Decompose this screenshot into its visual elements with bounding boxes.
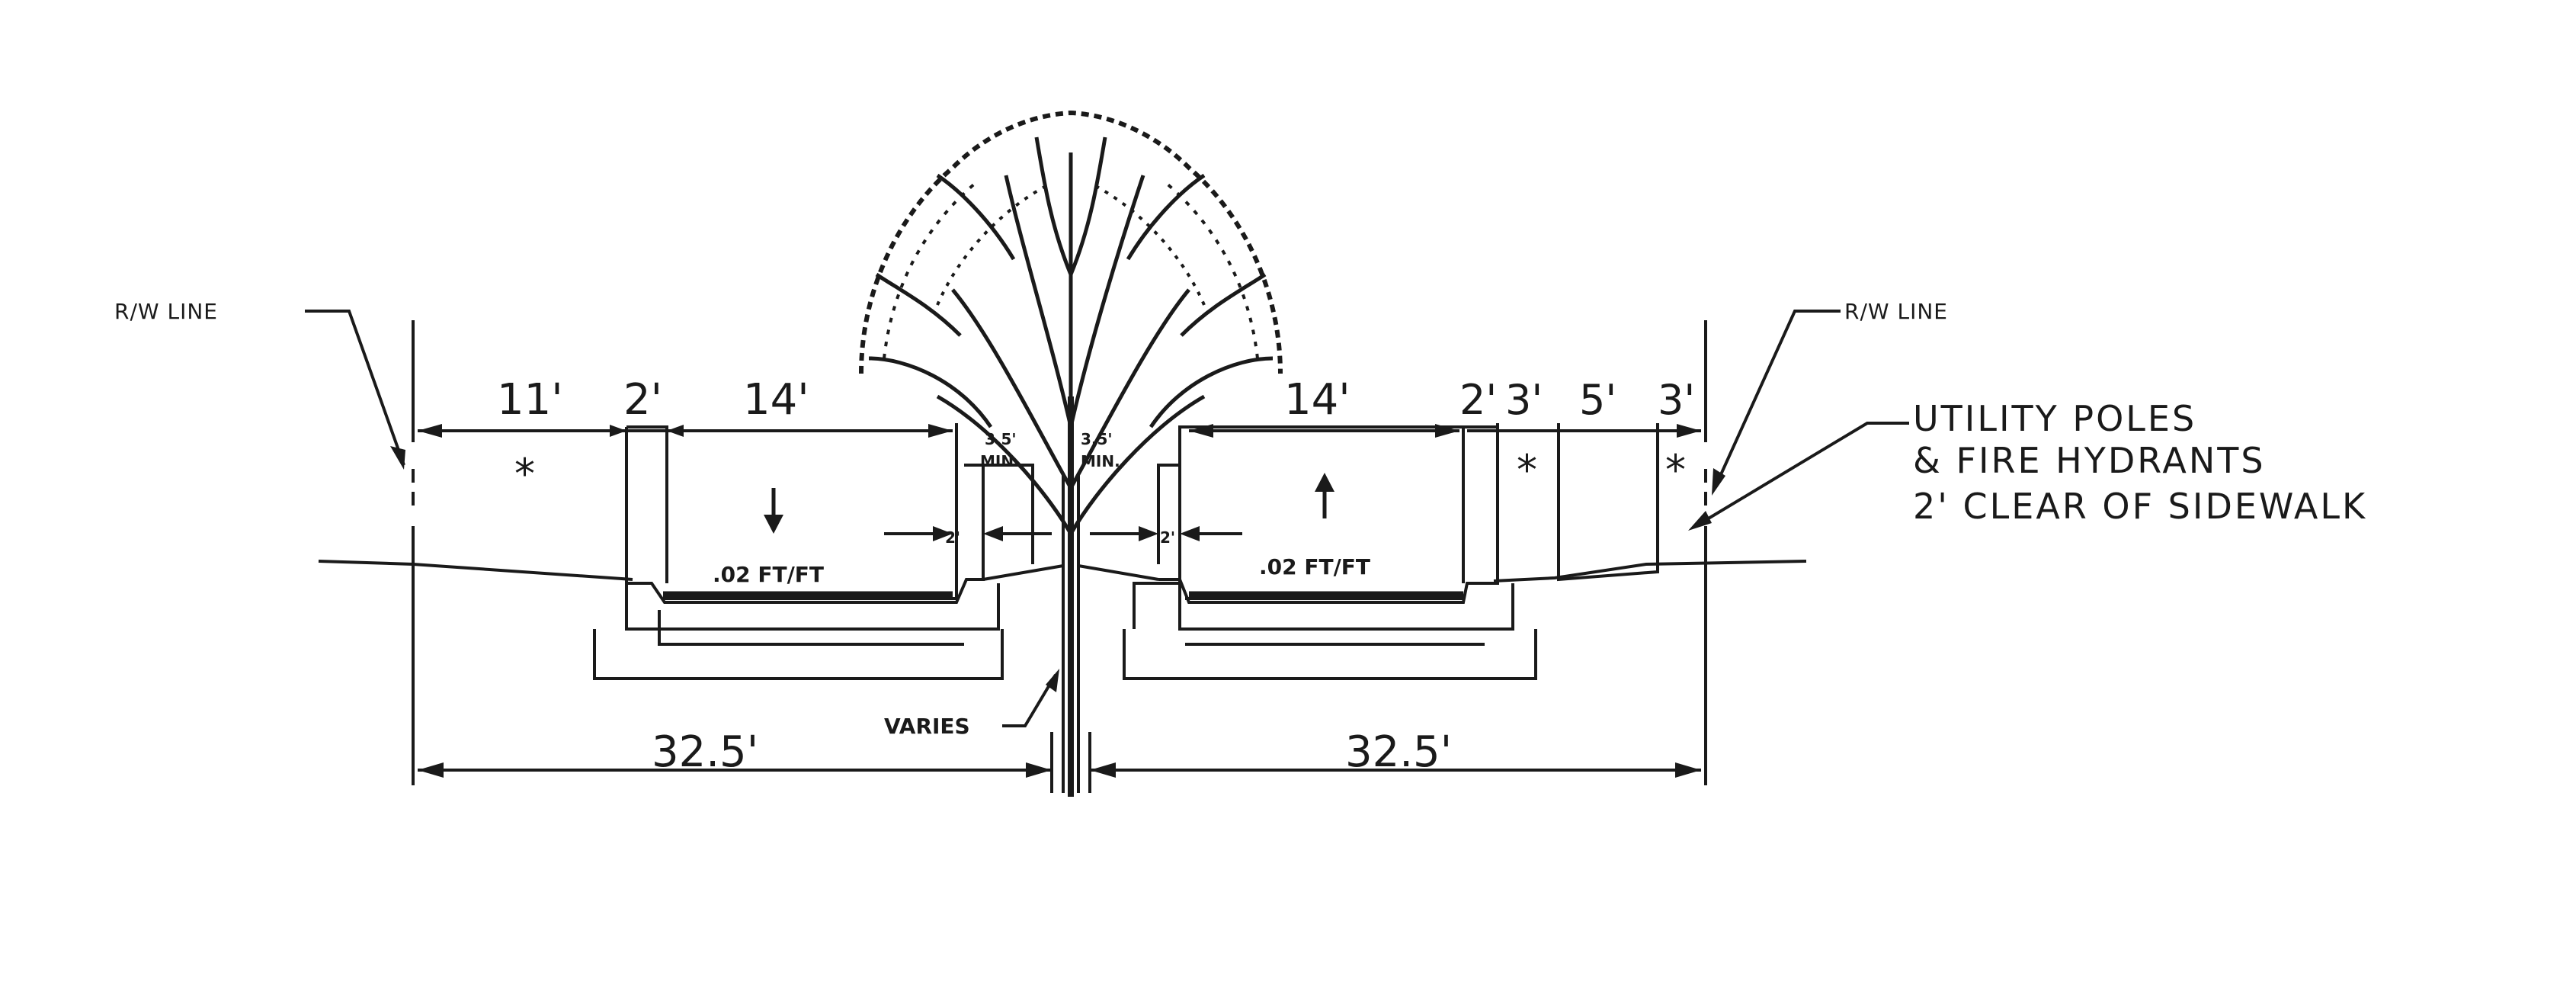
utility-note: UTILITY POLES & FIRE HYDRANTS 2' CLEAR O… (1913, 398, 2367, 527)
rw-line-left-label: R/W LINE (114, 299, 218, 324)
slope-left-label: .02 FT/FT (713, 562, 824, 587)
slope-right-label: .02 FT/FT (1259, 554, 1370, 579)
dim-5ft: 5' (1579, 376, 1616, 424)
star-marker-3: * (1665, 446, 1686, 494)
varies-leader (1002, 673, 1057, 727)
rw-arrowhead-left (390, 446, 405, 470)
median-2ft-right-label: 2' (1160, 528, 1175, 547)
star-marker-1: * (514, 450, 535, 498)
rw-leaders (305, 310, 1841, 489)
dim-3-5ft-left: 3.5' (985, 430, 1017, 448)
star-marker-2: * (1517, 446, 1537, 494)
dim-3ft-a: 3' (1505, 376, 1543, 424)
dim-2ft-left: 2' (623, 375, 662, 425)
total-width-right: 32.5' (1345, 727, 1452, 777)
utility-note-line-1: UTILITY POLES (1913, 398, 2196, 439)
arrow-up-icon (1315, 473, 1334, 518)
dim-3ft-b: 3' (1658, 376, 1695, 424)
bottom-dimension-arrowheads (418, 762, 1701, 778)
median-2ft-arrowheads (933, 526, 1200, 541)
dim-14ft-right: 14' (1284, 375, 1350, 425)
median-centerline (1062, 473, 1080, 793)
dim-2ft-right: 2' (1459, 376, 1497, 424)
dim-3-5ft-right: 3.5' (1081, 430, 1113, 448)
right-roadway (1123, 425, 1659, 680)
total-width-left: 32.5' (652, 727, 758, 777)
dim-11ft: 11' (497, 375, 563, 425)
rw-line-right-label: R/W LINE (1844, 299, 1948, 324)
utility-note-leader (1694, 422, 1909, 528)
bottom-dimension-lines (418, 732, 1701, 793)
varies-label: VARIES (884, 714, 970, 739)
varies-arrowhead (1046, 669, 1059, 692)
utility-note-line-2: & FIRE HYDRANTS (1913, 440, 2266, 481)
min-right-label: MIN. (1081, 452, 1120, 470)
tree-icon (859, 110, 1283, 797)
top-dimension-lines (418, 423, 1701, 438)
median-2ft-left-label: 2' (945, 528, 960, 547)
left-roadway (593, 423, 1034, 680)
dim-14ft-left: 14' (743, 375, 809, 425)
ground-profile (318, 560, 1807, 600)
arrow-down-icon (764, 488, 783, 534)
rw-lines (412, 320, 1707, 785)
utility-note-arrowhead (1688, 511, 1712, 531)
min-left-label: MIN. (980, 452, 1020, 470)
utility-note-line-3: 2' CLEAR OF SIDEWALK (1913, 486, 2367, 527)
rw-arrowhead-right (1712, 468, 1725, 496)
top-dimension-arrowheads (418, 424, 1701, 438)
